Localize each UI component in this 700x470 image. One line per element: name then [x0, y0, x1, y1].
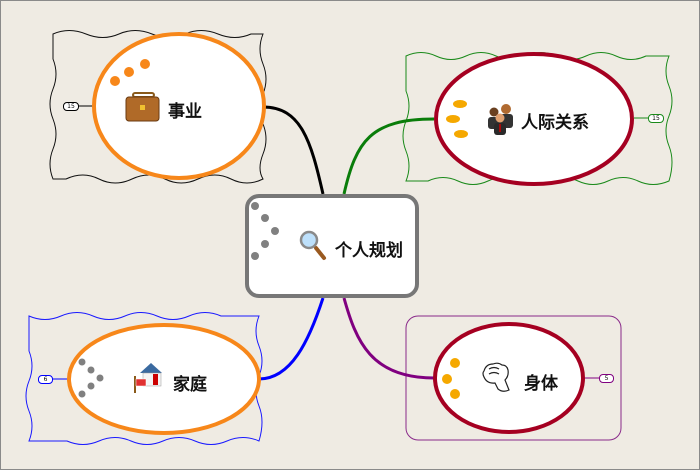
- central-dots: [251, 202, 279, 260]
- relationships-collapse-badge[interactable]: 15: [648, 114, 664, 123]
- body-boundary: [405, 315, 622, 441]
- career-connector: [262, 105, 325, 195]
- body-topic[interactable]: [433, 322, 585, 434]
- body-label: 身体: [524, 374, 558, 394]
- central-topic-label: 个人规划: [335, 241, 403, 261]
- body-collapse-badge[interactable]: 5: [599, 374, 614, 383]
- central-topic[interactable]: [245, 194, 419, 298]
- family-label: 家庭: [173, 375, 207, 395]
- relationships-topic[interactable]: [434, 52, 634, 186]
- relationships-connector: [342, 117, 435, 195]
- magnifier-icon: [299, 230, 326, 260]
- relationships-label: 人际关系: [521, 113, 589, 133]
- family-connector: [258, 297, 325, 381]
- house-icon: [134, 363, 162, 393]
- family-topic[interactable]: [67, 323, 261, 435]
- body-connector: [342, 297, 435, 380]
- briefcase-icon: [125, 92, 160, 122]
- people-icon: [488, 104, 513, 135]
- family-boundary: [25, 312, 263, 445]
- family-collapse-badge[interactable]: 6: [38, 375, 53, 384]
- career-collapse-badge[interactable]: 15: [63, 102, 79, 111]
- fist-icon: [482, 362, 510, 392]
- career-label: 事业: [168, 102, 202, 122]
- career-topic[interactable]: [92, 32, 266, 180]
